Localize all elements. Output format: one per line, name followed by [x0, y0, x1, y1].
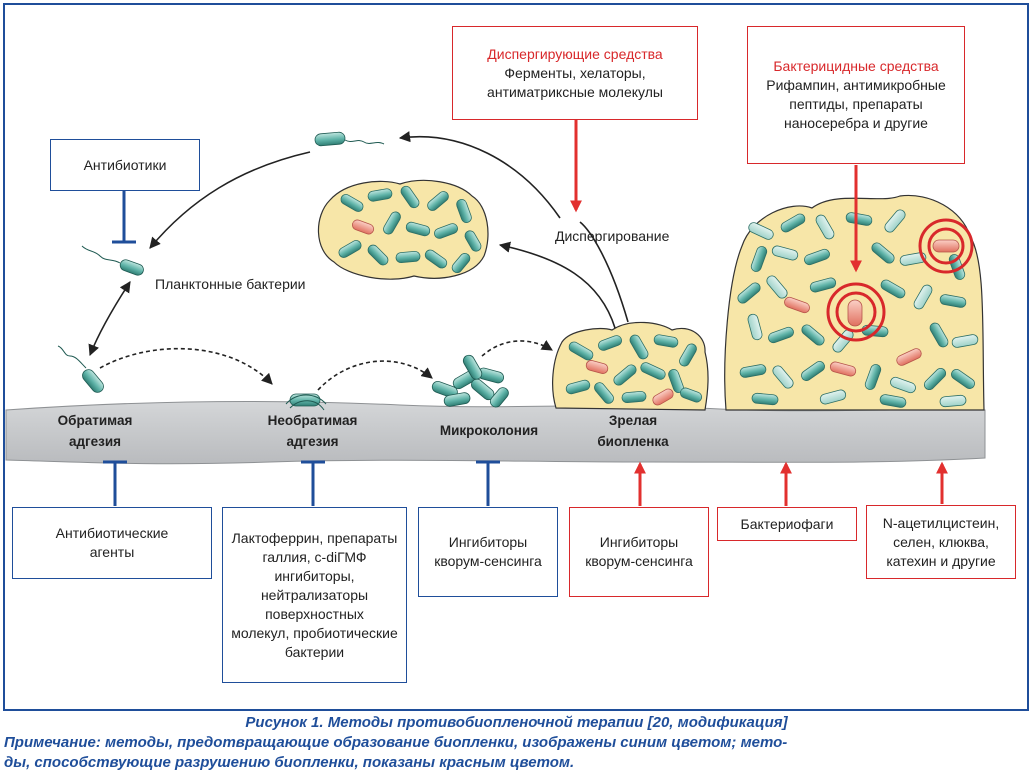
- return-arrow-planktonic: [149, 151, 311, 249]
- promote-arrow-icon: [570, 120, 948, 506]
- inhibit-icon: [301, 460, 325, 506]
- target-icon: [918, 218, 974, 274]
- box-bacteriophages-text: Бактериофаги: [740, 515, 834, 532]
- reversible-bacterium: [57, 345, 104, 393]
- box-lactoferrin: Лактоферрин, препараты галлия, c-diГМФ и…: [222, 507, 407, 683]
- stage-arrow-1: [99, 347, 273, 385]
- box-dispersing-agents: Диспергирующие средства Ферменты, хелато…: [452, 26, 698, 120]
- biofilm-small-bacteria: [565, 334, 703, 406]
- biofilm-large-bacteria: [737, 209, 979, 408]
- box-qs-inhibitors-blue-text: Ингибиторы кворум-сенсинга: [434, 534, 542, 569]
- box-antibiotics: Антибиотики: [50, 139, 200, 191]
- planktonic-bacterium: [81, 245, 144, 276]
- box-bacteriophages: Бактериофаги: [717, 507, 857, 541]
- dispersion-arrow-cluster: [498, 241, 616, 329]
- dispersion-label: Диспергирование: [555, 228, 670, 244]
- dispersion-arrow-long: [579, 221, 629, 323]
- box-antibiotics-text: Антибиотики: [83, 156, 167, 173]
- stage-irreversible-adhesion: Необратимая адгезия: [267, 413, 358, 449]
- irreversible-bacterium: [285, 393, 327, 411]
- box-qs-inhibitors-blue: Ингибиторы кворум-сенсинга: [418, 507, 558, 597]
- stage-reversible-adhesion: Обратимая адгезия: [57, 413, 133, 449]
- dispersed-bacteria: [338, 185, 482, 273]
- stage-mature-biofilm: Зрелая биопленка: [597, 413, 669, 449]
- inhibit-icon: [103, 460, 127, 506]
- attach-arrow: [88, 281, 131, 357]
- box-lactoferrin-text: Лактоферрин, препараты галлия, c-diГМФ и…: [231, 529, 398, 660]
- biofilm-illustration: [5, 120, 986, 506]
- inhibit-icon: [112, 190, 136, 244]
- surface-substrate: [5, 400, 986, 465]
- box-dispersing-agents-title: Диспергирующие средства: [487, 45, 663, 62]
- caption-note: Примечание: методы, предотвращающие обра…: [4, 734, 788, 771]
- box-antibiotic-agents-text: Антибиотические агенты: [55, 525, 169, 560]
- caption-title: Рисунок 1. Методы противобиопленочной те…: [245, 714, 788, 731]
- microcolony-cluster: [431, 354, 509, 408]
- box-bactericidal-agents: Бактерицидные средства Рифампин, антимик…: [747, 26, 965, 164]
- figure-caption: Рисунок 1. Методы противобиопленочной те…: [0, 713, 1033, 773]
- box-qs-inhibitors-red: Ингибиторы кворум-сенсинга: [569, 507, 709, 597]
- dispersion-arrow-top: [398, 131, 561, 219]
- box-qs-inhibitors-red-text: Ингибиторы кворум-сенсинга: [585, 534, 693, 569]
- box-bactericidal-agents-title: Бактерицидные средства: [773, 58, 939, 74]
- planktonic-bacterium-top: [314, 131, 385, 147]
- stage-arrow-2: [317, 360, 433, 391]
- box-bactericidal-agents-body: Рифампин, антимикробные пептиды, препара…: [766, 77, 946, 131]
- planktonic-label: Планктонные бактерии: [155, 276, 306, 292]
- stage-microcolony: Микроколония: [439, 423, 539, 438]
- stage-arrow-3: [481, 340, 553, 357]
- box-antibiotic-agents: Антибиотические агенты: [12, 507, 212, 579]
- box-dispersing-agents-body: Ферменты, хелаторы, антиматриксные молек…: [487, 64, 663, 100]
- box-acetylcysteine-text: N-ацетилцистеин, селен, клюква, катехин …: [882, 514, 1000, 569]
- target-icon: [826, 282, 886, 342]
- inhibit-icon: [476, 460, 500, 506]
- box-acetylcysteine: N-ацетилцистеин, селен, клюква, катехин …: [866, 505, 1016, 579]
